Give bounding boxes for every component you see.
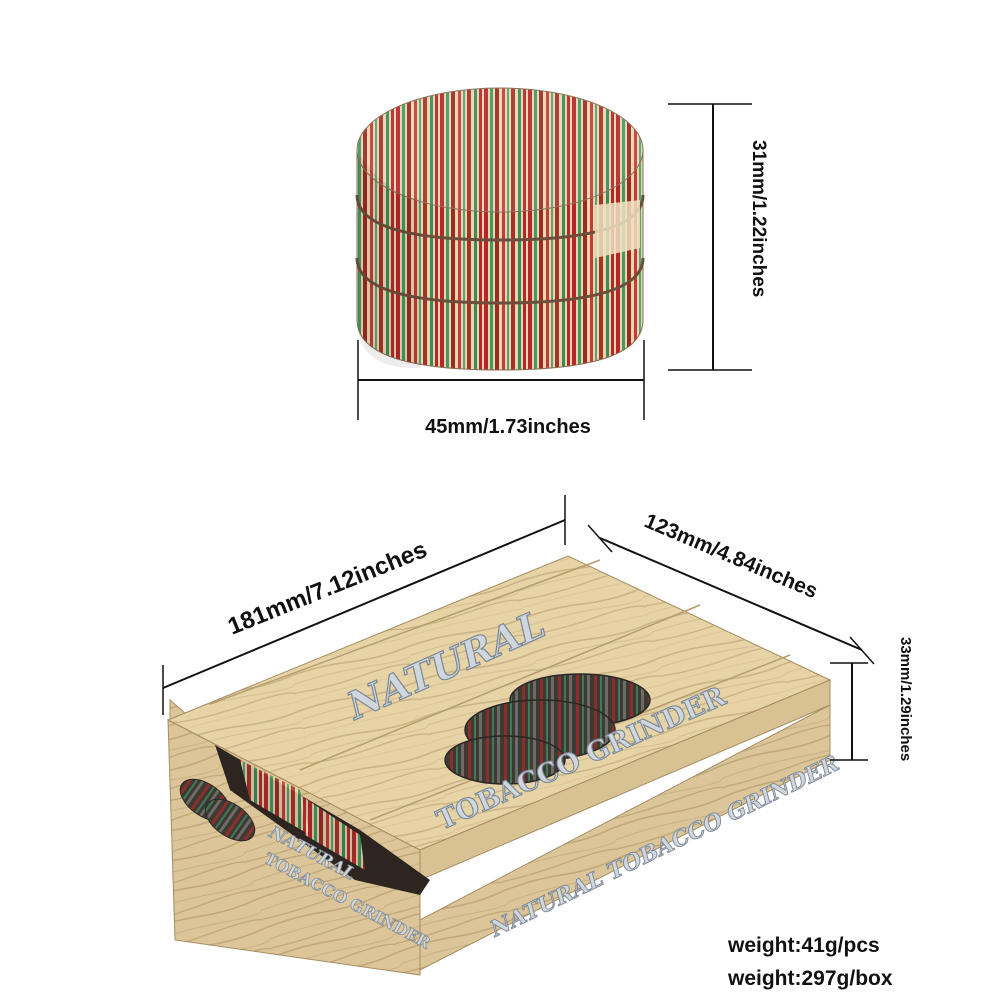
weight-per-piece-text: weight:41g/pcs: [728, 934, 880, 957]
grinder-width-label: 45mm/1.73inches: [425, 416, 591, 438]
grinder-height-label: 31mm/1.22inches: [748, 140, 769, 297]
grinder-width-dimension: 45mm/1.73inches: [357, 340, 645, 438]
gift-box: NATURAL TOBACCO GRINDER NATURAL TOBACCO …: [166, 555, 844, 976]
box-height-label: 33mm/1.29inches: [897, 637, 914, 761]
grinder-height-dimension: 31mm/1.22inches: [668, 103, 769, 371]
side-grinder-illustration: [179, 778, 256, 842]
weight-per-box-text: weight:297g/box: [728, 967, 893, 990]
box-height-dimension: 33mm/1.29inches: [830, 637, 914, 761]
lid-grinder-illustration: [444, 673, 651, 785]
grinder-image: [355, 87, 645, 371]
box-depth-label: 123mm/4.84inches: [641, 509, 821, 603]
